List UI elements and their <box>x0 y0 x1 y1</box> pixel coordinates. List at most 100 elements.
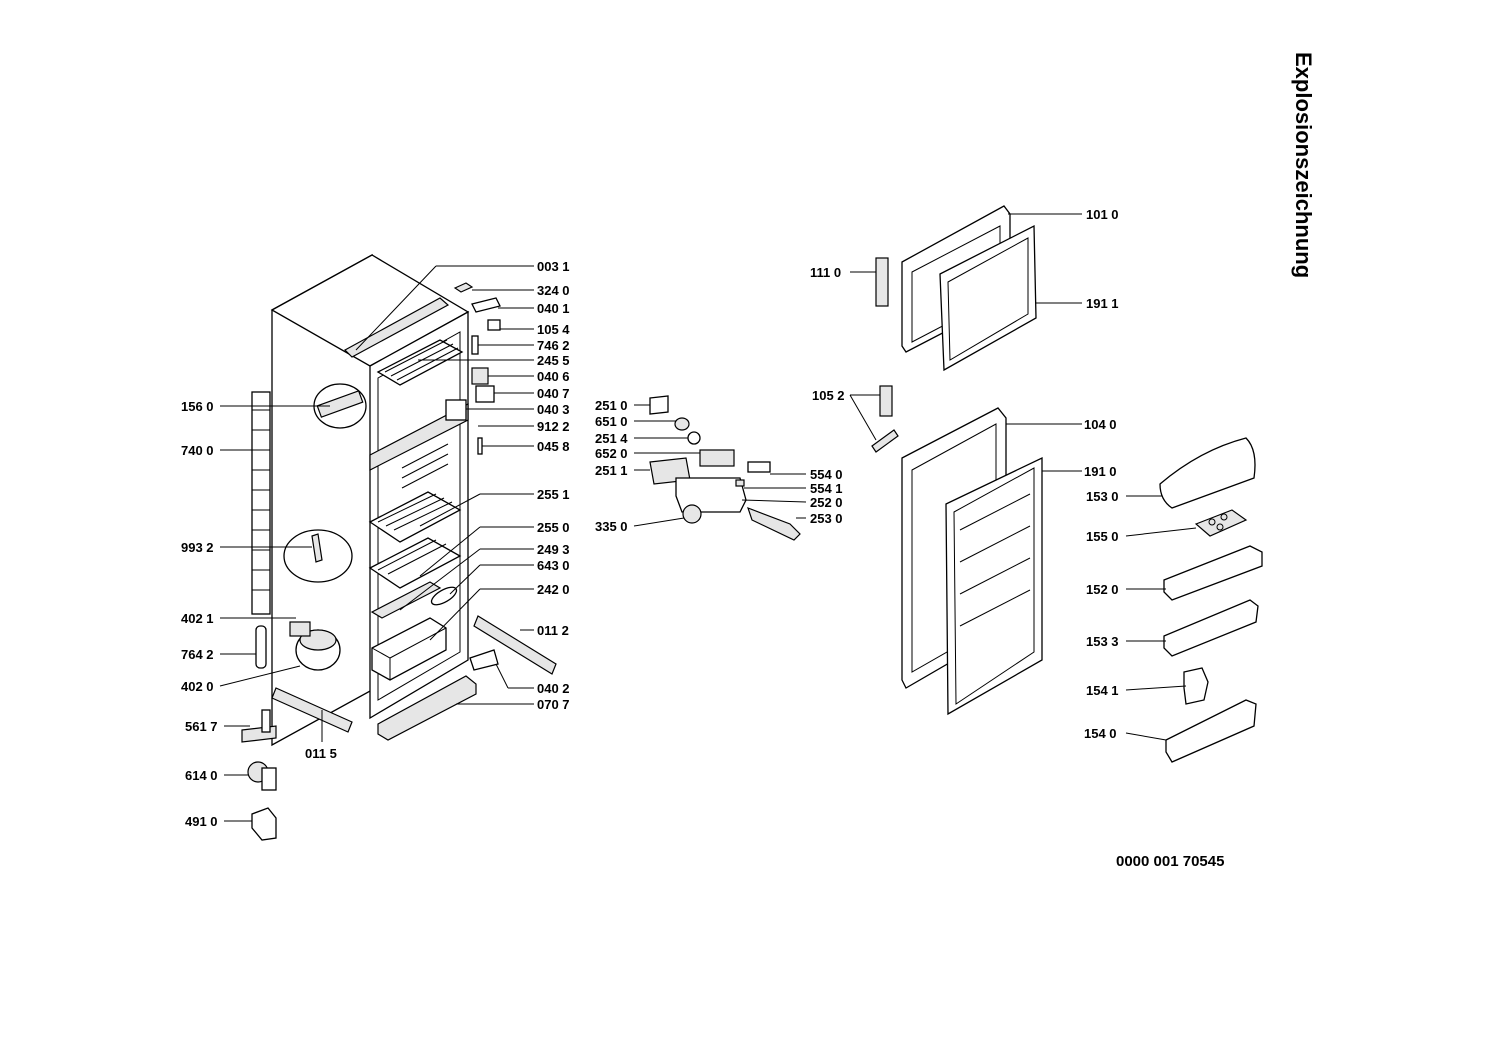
callout-011-5: 011 5 <box>305 746 337 761</box>
top-control-bar <box>344 297 450 358</box>
glass-shelf-upper <box>368 491 462 543</box>
callout-253-0: 253 0 <box>810 511 843 526</box>
callout-249-3: 249 3 <box>537 542 570 557</box>
callout-554-1: 554 1 <box>810 481 843 496</box>
middle-hinge <box>445 399 467 421</box>
callout-993-2: 993 2 <box>181 540 214 555</box>
callout-651-0: 651 0 <box>595 414 628 429</box>
callout-251-1: 251 1 <box>595 463 628 478</box>
callout-652-0: 652 0 <box>595 446 628 461</box>
drain-pipe <box>311 533 323 563</box>
callout-251-4: 251 4 <box>595 431 628 446</box>
callout-251-0: 251 0 <box>595 398 628 413</box>
bottom-plinth-cover <box>377 675 477 741</box>
bulb-socket <box>687 431 701 445</box>
callout-912-2: 912 2 <box>537 419 570 434</box>
freezer-door-handle <box>875 257 889 307</box>
door-switch <box>747 461 771 473</box>
drawing-number: 0000 001 70545 <box>1116 853 1224 870</box>
ice-tray <box>316 390 364 418</box>
bottom-hinge <box>469 649 499 671</box>
callout-040-6: 040 6 <box>537 369 570 384</box>
evaporator-coils <box>401 443 449 489</box>
thermostat <box>247 761 277 791</box>
freezer-door-assembly <box>875 205 1037 372</box>
callout-156-0: 156 0 <box>181 399 214 414</box>
hinge-cap <box>453 282 474 293</box>
callout-153-3: 153 3 <box>1086 634 1119 649</box>
lamp-cover <box>430 586 458 606</box>
callout-255-0: 255 0 <box>537 520 570 535</box>
dairy-compartment <box>1159 437 1256 509</box>
door-bin-middle <box>1163 599 1259 657</box>
bracket-upper <box>471 367 489 385</box>
freezer-grid-shelf <box>376 339 464 386</box>
callout-labels: 003 1 324 0 040 1 105 4 746 2 245 5 040 … <box>181 207 1119 829</box>
hinge-bushing <box>471 335 479 355</box>
lamp-housing-cap <box>649 395 669 415</box>
callout-554-0: 554 0 <box>810 467 843 482</box>
bulb <box>674 417 690 431</box>
callout-255-1: 255 1 <box>537 487 570 502</box>
callout-746-2: 746 2 <box>537 338 570 353</box>
callout-491-0: 491 0 <box>185 814 218 829</box>
callout-040-2: 040 2 <box>537 681 570 696</box>
callout-643-0: 643 0 <box>537 558 570 573</box>
bracket-lower <box>475 385 495 403</box>
callout-152-0: 152 0 <box>1086 582 1119 597</box>
door-bin-lower <box>1165 699 1257 763</box>
crisper-bin <box>371 617 447 681</box>
hinge-pin <box>487 319 501 331</box>
callout-105-4: 105 4 <box>537 322 570 337</box>
callout-191-1: 191 1 <box>1086 296 1119 311</box>
leader-lines <box>219 213 1197 822</box>
callout-252-0: 252 0 <box>810 495 843 510</box>
bolt <box>477 437 483 455</box>
base-rail-right <box>473 615 557 675</box>
callout-324-0: 324 0 <box>537 283 570 298</box>
bottle-retainer <box>1183 667 1209 705</box>
callout-154-0: 154 0 <box>1084 726 1117 741</box>
diagram-title: Explosionszeichnung <box>1291 52 1316 278</box>
callout-040-1: 040 1 <box>537 301 570 316</box>
callout-191-0: 191 0 <box>1084 464 1117 479</box>
shelf-strip <box>370 581 442 619</box>
knob-cover <box>251 807 277 841</box>
callout-561-7: 561 7 <box>185 719 218 734</box>
switch-contact <box>699 449 735 467</box>
callout-764-2: 764 2 <box>181 647 214 662</box>
door-hinge-bracket <box>879 385 893 417</box>
callout-740-0: 740 0 <box>181 443 214 458</box>
fridge-door-assembly <box>871 385 1043 716</box>
door-hinge-foot <box>871 429 899 453</box>
callout-155-0: 155 0 <box>1086 529 1119 544</box>
freezer-divider <box>369 403 469 471</box>
base-rail-left <box>271 687 353 733</box>
callout-003-1: 003 1 <box>537 259 570 274</box>
freezer-door-gasket <box>939 224 1037 372</box>
callout-153-0: 153 0 <box>1086 489 1119 504</box>
callout-011-2: 011 2 <box>537 623 569 638</box>
relay <box>241 709 277 743</box>
fridge-door-gasket <box>945 456 1043 716</box>
callout-101-0: 101 0 <box>1086 207 1119 222</box>
callout-154-1: 154 1 <box>1086 683 1119 698</box>
callout-105-2: 105 2 <box>812 388 845 403</box>
callout-045-8: 045 8 <box>537 439 570 454</box>
callout-242-0: 242 0 <box>537 582 570 597</box>
switch-button <box>735 479 745 487</box>
cabinet-assembly <box>241 253 557 841</box>
control-knob <box>682 504 702 524</box>
top-hinge <box>471 297 501 313</box>
callout-402-0: 402 0 <box>181 679 214 694</box>
callout-040-7: 040 7 <box>537 386 570 401</box>
callout-070-7: 070 7 <box>537 697 570 712</box>
callout-040-3: 040 3 <box>537 402 570 417</box>
control-box-assembly <box>649 395 801 541</box>
callout-335-0: 335 0 <box>595 519 628 534</box>
callout-245-5: 245 5 <box>537 353 570 368</box>
callout-402-1: 402 1 <box>181 611 214 626</box>
condenser-coil <box>251 391 271 615</box>
door-bin-upper <box>1163 545 1263 601</box>
